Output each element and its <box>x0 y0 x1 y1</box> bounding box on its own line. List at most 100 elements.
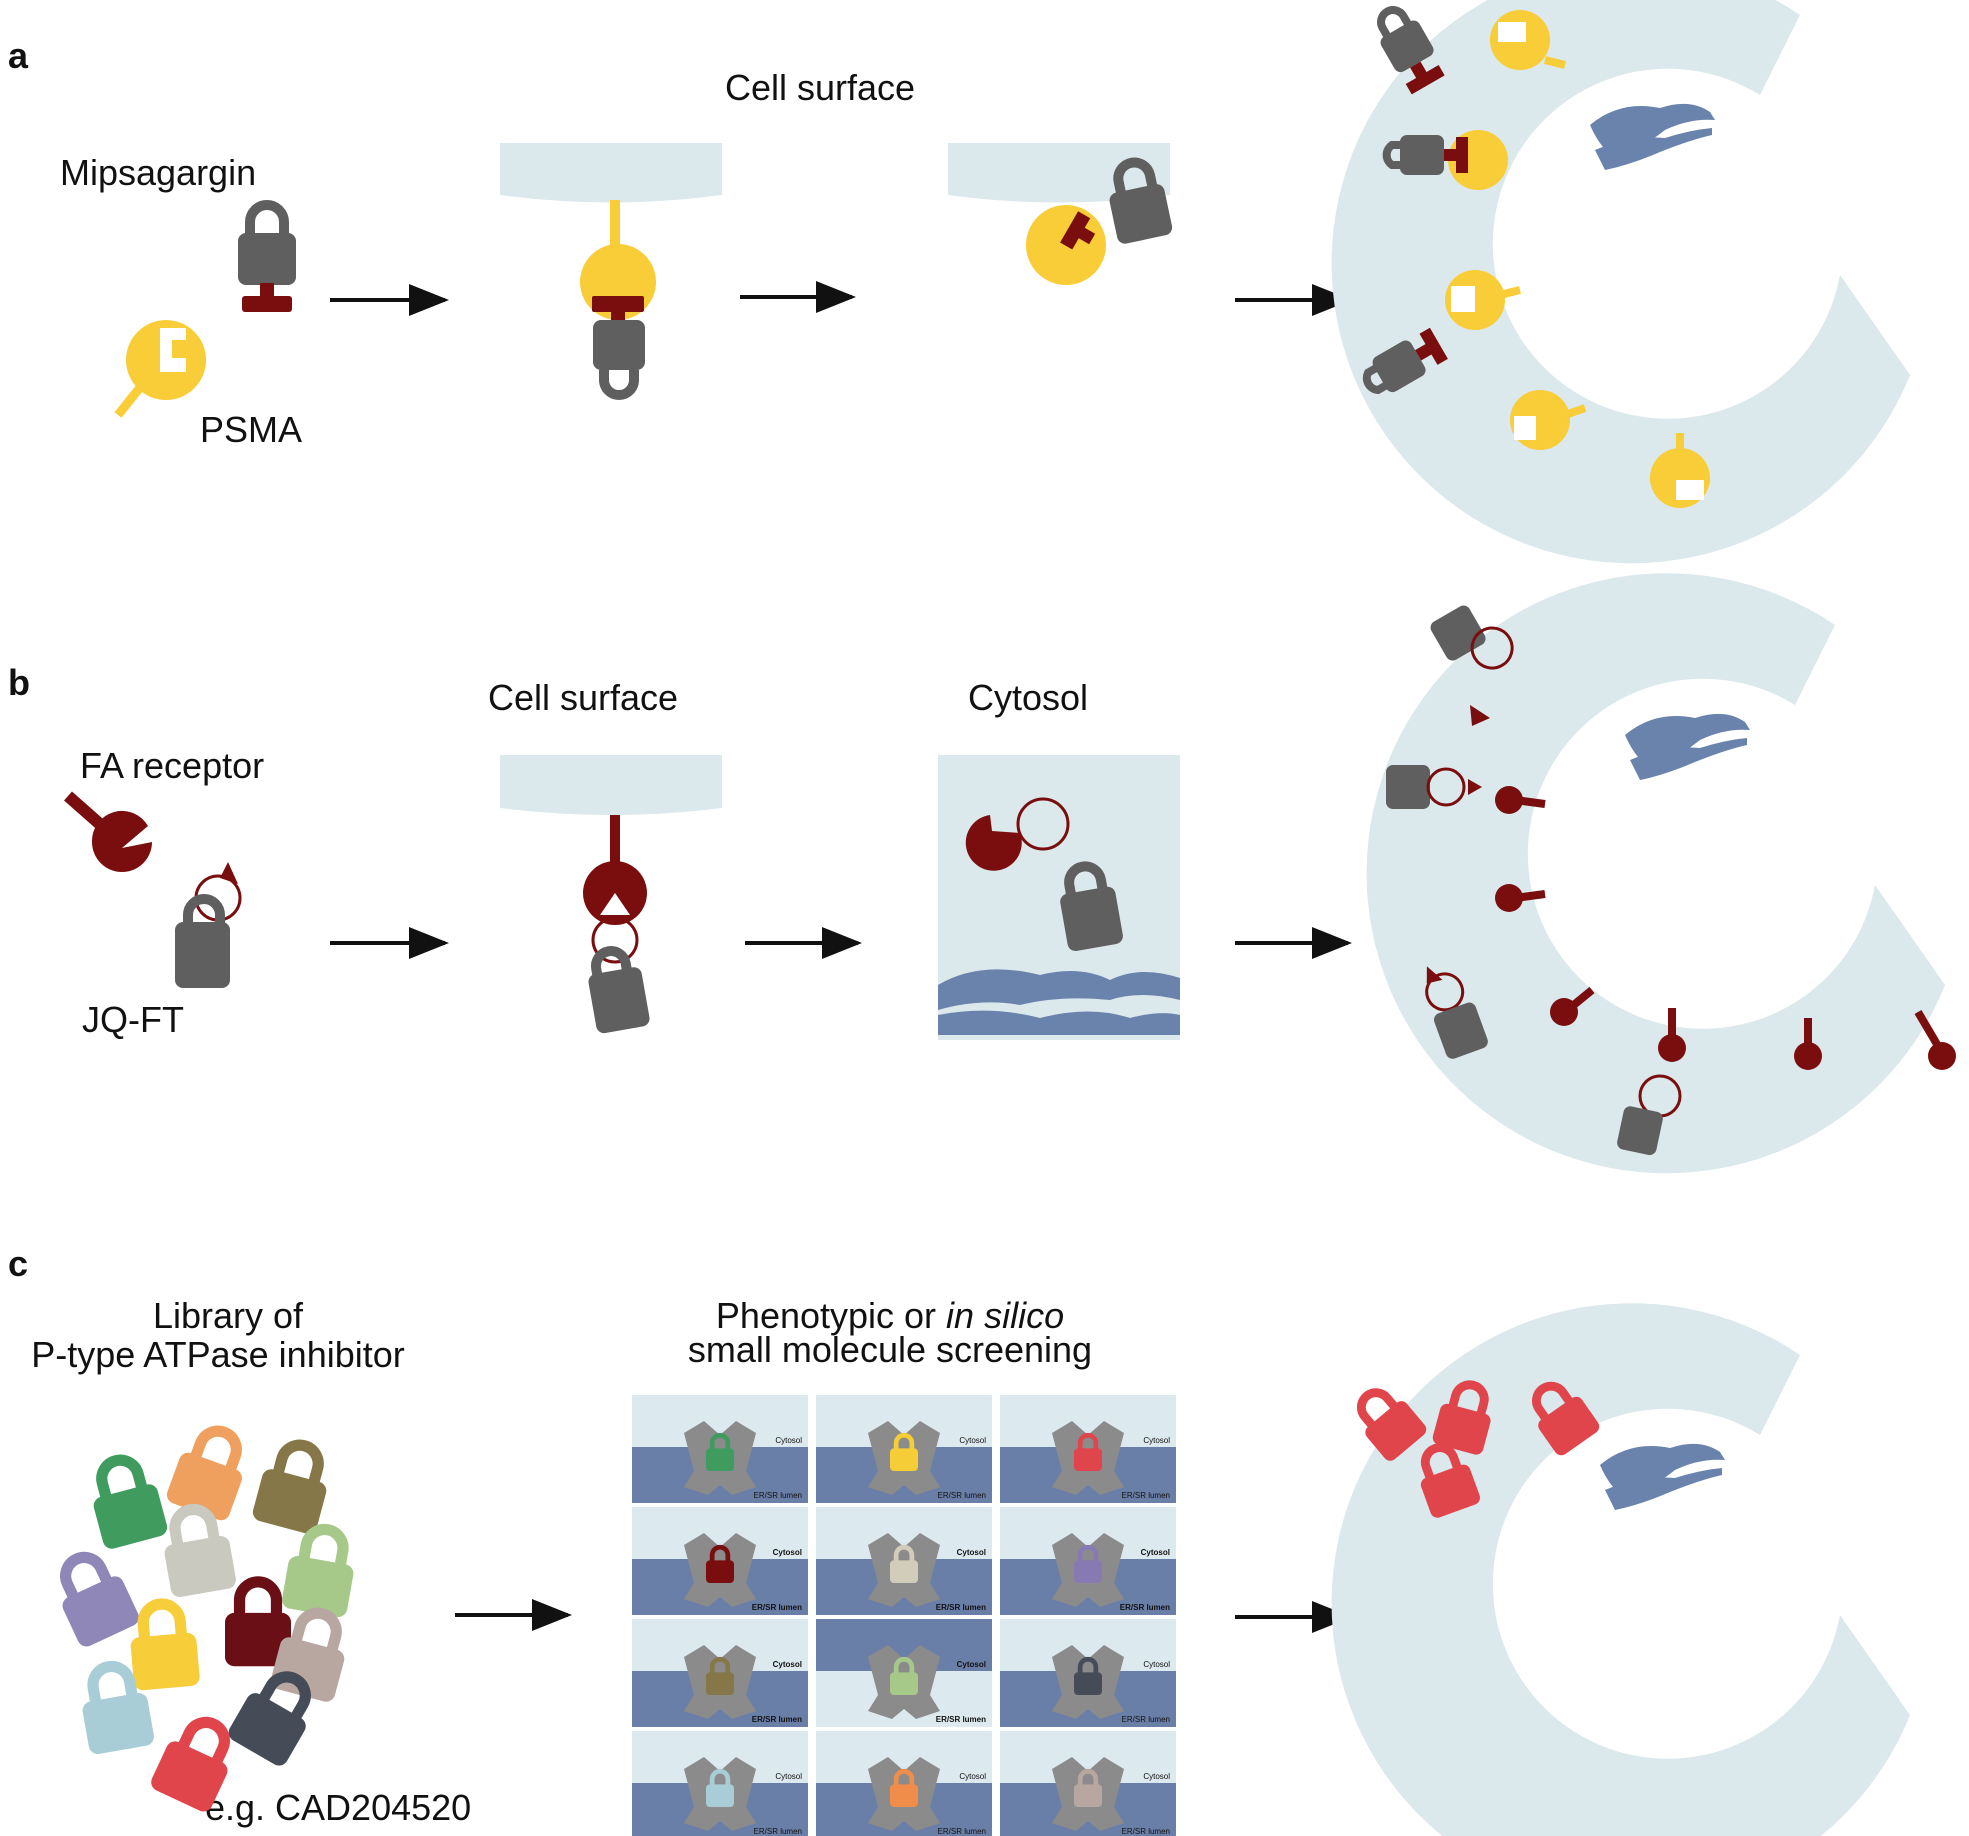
jq-ft-icon <box>175 862 242 988</box>
tile-cytosol-label: Cytosol <box>775 1436 802 1445</box>
tile-cytosol-label: Cytosol <box>1143 1772 1170 1781</box>
tile-lumen-label: ER/SR lumen <box>936 1603 986 1612</box>
jq-ft-triangle-1 <box>1470 705 1490 726</box>
library-lock-cluster <box>60 1425 354 1812</box>
psma-surface-icons <box>1445 10 1710 508</box>
tile-cytosol-label: Cytosol <box>959 1772 986 1781</box>
psma-release-step <box>948 143 1173 285</box>
tile-cytosol-label: Cytosol <box>1143 1660 1170 1669</box>
library-lock-icon <box>60 1551 139 1647</box>
screening-title-phenotypic: Phenotypic or <box>716 1295 946 1336</box>
panel-b-title-cytosol: Cytosol <box>968 677 1088 718</box>
screen-lock-icon <box>890 1432 918 1471</box>
tile-lumen-label: ER/SR lumen <box>938 1827 986 1836</box>
psma-binding-step <box>500 143 722 400</box>
tile-lumen-label: ER/SR lumen <box>1120 1603 1170 1612</box>
panel-b-title-surface: Cell surface <box>488 677 678 718</box>
jq-ft-free-icons <box>1386 605 1663 1156</box>
screen-lock-icon <box>1074 1544 1102 1583</box>
library-title-line1: Library of <box>153 1295 304 1336</box>
screen-lock-icon <box>706 1656 734 1695</box>
hit-lock-icon <box>1357 1388 1427 1461</box>
screen-lock-icon <box>706 1768 734 1807</box>
tile-cytosol-label: Cytosol <box>773 1548 802 1557</box>
tile-lumen-label: ER/SR lumen <box>1122 1827 1170 1836</box>
fa-receptor-icon <box>64 791 152 872</box>
tile-cytosol-label: Cytosol <box>1143 1436 1170 1445</box>
tile-cytosol-label: Cytosol <box>957 1660 986 1669</box>
cell-b <box>1366 573 1945 1174</box>
tile-cytosol-label: Cytosol <box>773 1660 802 1669</box>
library-lock-icon <box>228 1671 311 1766</box>
library-lock-icon <box>164 1503 236 1598</box>
hit-lock-icon <box>1420 1443 1480 1518</box>
screening-title-line1: Phenotypic or in silico <box>716 1295 1064 1336</box>
mipsagargin-free-icons <box>1362 6 1468 395</box>
mipsagargin-lock-icon <box>238 200 296 312</box>
fa-binding-step <box>500 755 722 1034</box>
screening-title-line2: small molecule screening <box>688 1329 1092 1370</box>
screen-lock-icon <box>706 1432 734 1471</box>
screen-lock-icon <box>890 1544 918 1583</box>
screening-title-in-silico: in silico <box>946 1295 1064 1336</box>
tile-cytosol-label: Cytosol <box>1141 1548 1170 1557</box>
label-fa-receptor: FA receptor <box>80 745 264 786</box>
screen-lock-icon <box>706 1544 734 1583</box>
tile-lumen-label: ER/SR lumen <box>752 1715 802 1724</box>
panel-c-letter: c <box>8 1243 28 1284</box>
library-example: e.g. CAD204520 <box>205 1787 471 1828</box>
screen-lock-icon <box>1074 1432 1102 1471</box>
library-lock-icon <box>151 1716 230 1812</box>
label-jq-ft: JQ-FT <box>82 999 184 1040</box>
library-lock-icon <box>282 1523 354 1618</box>
tile-lumen-label: ER/SR lumen <box>752 1603 802 1612</box>
screen-lock-icon <box>1074 1656 1102 1695</box>
tile-cytosol-label: Cytosol <box>957 1548 986 1557</box>
hit-lock-cluster <box>1357 1380 1600 1518</box>
library-title-line2: P-type ATPase inhibitor <box>31 1334 405 1375</box>
psma-icon <box>114 320 206 418</box>
library-lock-icon <box>130 1598 200 1691</box>
tile-cytosol-label: Cytosol <box>959 1436 986 1445</box>
library-lock-icon <box>93 1454 168 1549</box>
tile-lumen-label: ER/SR lumen <box>938 1491 986 1500</box>
screen-lock-icon <box>890 1768 918 1807</box>
library-lock-icon <box>225 1576 291 1667</box>
tile-lumen-label: ER/SR lumen <box>1122 1491 1170 1500</box>
panel-b-letter: b <box>8 662 30 703</box>
screen-lock-icon <box>1074 1768 1102 1807</box>
library-lock-icon <box>252 1439 327 1534</box>
cytosol-box <box>938 755 1180 1040</box>
tile-lumen-label: ER/SR lumen <box>1122 1715 1170 1724</box>
label-psma: PSMA <box>200 409 302 450</box>
library-lock-icon <box>270 1607 345 1702</box>
screen-lock-icon <box>890 1656 918 1695</box>
tile-lumen-label: ER/SR lumen <box>936 1715 986 1724</box>
tile-lumen-label: ER/SR lumen <box>754 1827 802 1836</box>
library-lock-icon <box>82 1660 154 1755</box>
tile-cytosol-label: Cytosol <box>775 1772 802 1781</box>
hit-lock-icon <box>1432 1380 1491 1455</box>
hit-lock-icon <box>1532 1381 1600 1456</box>
panel-a-letter: a <box>8 35 29 76</box>
tile-lumen-label: ER/SR lumen <box>754 1491 802 1500</box>
cell-c <box>1331 1303 1910 1836</box>
library-lock-icon <box>166 1425 242 1521</box>
panel-a-title: Cell surface <box>725 67 915 108</box>
fa-receptor-surface-icons <box>1495 786 1956 1118</box>
label-mipsagargin: Mipsagargin <box>60 152 256 193</box>
